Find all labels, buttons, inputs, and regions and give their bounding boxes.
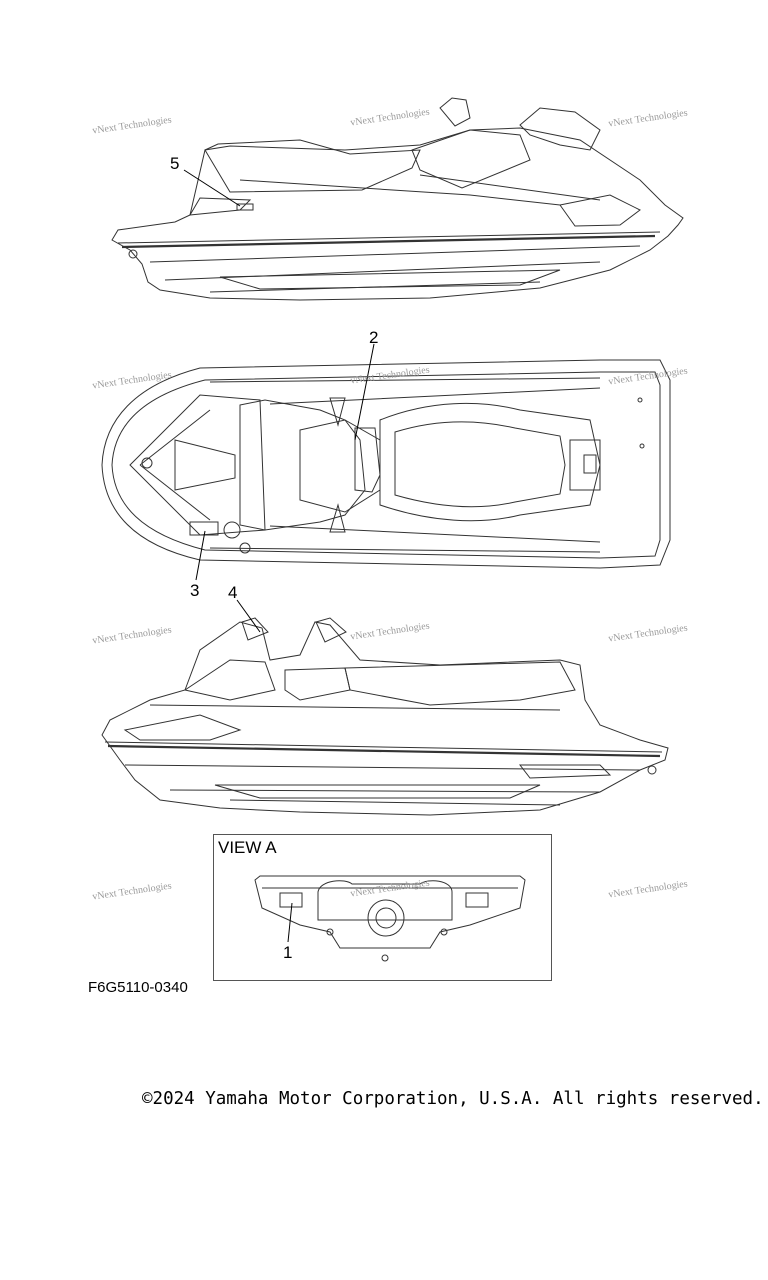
view-a-label: VIEW A [218, 838, 277, 857]
watercraft-side-view-upper [111, 97, 684, 301]
view-a-detail-drawing [254, 875, 526, 962]
callout-3: 3 [190, 581, 200, 600]
callout-4: 4 [228, 583, 238, 602]
callout-5: 5 [170, 154, 180, 173]
figure-code: F6G5110-0340 [88, 979, 188, 996]
watercraft-top-view [101, 359, 671, 569]
watercraft-side-view-lower [101, 617, 669, 816]
callout-2: 2 [369, 328, 379, 347]
callout-leader-lines [183, 169, 375, 943]
copyright-notice: ©2024 Yamaha Motor Corporation, U.S.A. A… [142, 1089, 764, 1109]
view-a-frame [213, 834, 552, 981]
callout-1: 1 [283, 943, 293, 962]
